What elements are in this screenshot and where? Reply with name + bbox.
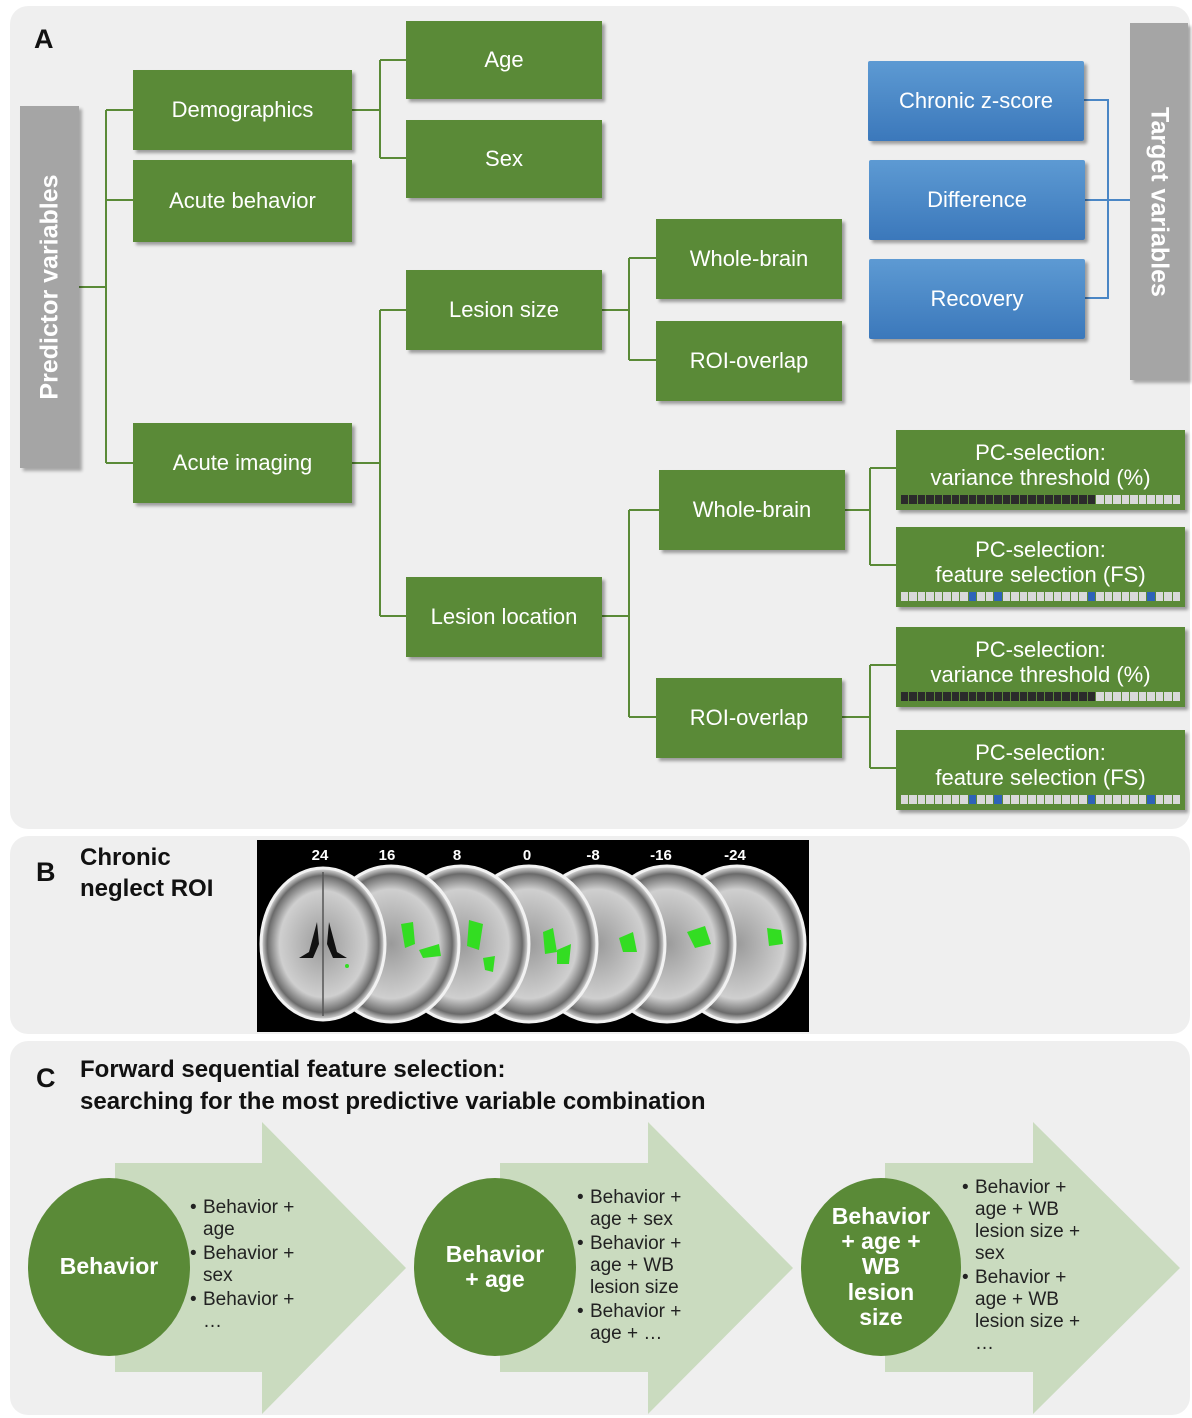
predictor-variables-box: Predictor variables [20, 106, 79, 468]
pc-variance-box-wb: PC-selection: variance threshold (%) [896, 430, 1185, 510]
bullet-item: Behavior + age + … [577, 1301, 697, 1345]
slice-label: -24 [724, 847, 746, 864]
panel-b-title-line1: Chronic [80, 844, 171, 871]
pc-fs-line2: feature selection (FS) [935, 765, 1146, 791]
difference-box: Difference [869, 160, 1085, 240]
bullet-item: Behavior + age + WB lesion size + … [962, 1267, 1087, 1355]
bullet-item: Behavior + age + WB lesion size + sex [962, 1177, 1087, 1265]
bullet-item: Behavior + age [190, 1197, 315, 1241]
panel-a-connectors [79, 59, 1130, 769]
pc-fs-line1: PC-selection: [975, 537, 1106, 562]
lesion-location-box: Lesion location [406, 577, 602, 657]
age-box: Age [406, 21, 602, 99]
bullet-item: Behavior + age + sex [577, 1187, 697, 1231]
pc-variance-line2: variance threshold (%) [930, 465, 1151, 491]
lesion-size-roi-overlap-box: ROI-overlap [656, 321, 842, 401]
acute-imaging-box: Acute imaging [133, 423, 352, 503]
step-1-bullets: Behavior + age Behavior + sex Behavior +… [190, 1197, 315, 1335]
recovery-box: Recovery [869, 259, 1085, 339]
pc-variance-line1: PC-selection: [975, 440, 1106, 465]
pc-fs-box-roi: PC-selection: feature selection (FS) [896, 730, 1185, 810]
sex-box: Sex [406, 120, 602, 198]
panel-b-title-line2: neglect ROI [80, 875, 214, 902]
slice-label: 0 [523, 847, 531, 864]
pc-variance-line2: variance threshold (%) [930, 662, 1151, 688]
pc-fs-line1: PC-selection: [975, 740, 1106, 765]
slice-label: 8 [453, 847, 461, 864]
fs-bar [901, 592, 1180, 601]
panel-a-label: A [34, 24, 54, 54]
bullet-item: Behavior + age + WB lesion size [577, 1233, 697, 1299]
variance-bar [901, 692, 1180, 701]
slice-label: -8 [586, 847, 599, 864]
fs-bar [901, 795, 1180, 804]
variance-bar [901, 495, 1180, 504]
panel-c-label: C [36, 1063, 56, 1093]
panel-c-title-line1: Forward sequential feature selection: [80, 1056, 506, 1083]
target-variables-box: Target variables [1130, 23, 1188, 380]
location-roi-overlap-box: ROI-overlap [656, 678, 842, 758]
slice-label: 24 [312, 847, 329, 864]
bullet-item: Behavior + sex [190, 1243, 315, 1287]
slice-label: -16 [650, 847, 672, 864]
slice-label: 16 [379, 847, 396, 864]
mri-slices-image: 24 16 8 0 -8 -16 -24 [257, 840, 809, 1032]
lesion-size-box: Lesion size [406, 270, 602, 350]
demographics-box: Demographics [133, 70, 352, 150]
pc-fs-line2: feature selection (FS) [935, 562, 1146, 588]
bullet-item: Behavior + … [190, 1289, 315, 1333]
step-3-circle: Behavior + age + WB lesion size [801, 1178, 961, 1356]
chronic-z-score-box: Chronic z-score [868, 61, 1084, 141]
location-whole-brain-box: Whole-brain [659, 470, 845, 550]
step-3-bullets: Behavior + age + WB lesion size + sex Be… [962, 1177, 1087, 1357]
step-2-bullets: Behavior + age + sex Behavior + age + WB… [577, 1187, 697, 1347]
step-1-circle: Behavior [28, 1178, 190, 1356]
panel-b-label: B [36, 857, 56, 887]
pc-variance-box-roi: PC-selection: variance threshold (%) [896, 627, 1185, 707]
pc-fs-box-wb: PC-selection: feature selection (FS) [896, 527, 1185, 607]
pc-variance-line1: PC-selection: [975, 637, 1106, 662]
panel-c-title-line2: searching for the most predictive variab… [80, 1088, 706, 1115]
lesion-size-whole-brain-box: Whole-brain [656, 219, 842, 299]
step-2-circle: Behavior + age [414, 1178, 576, 1356]
acute-behavior-box: Acute behavior [133, 160, 352, 242]
mri-slices: 24 16 8 0 -8 -16 -24 [259, 847, 807, 1024]
